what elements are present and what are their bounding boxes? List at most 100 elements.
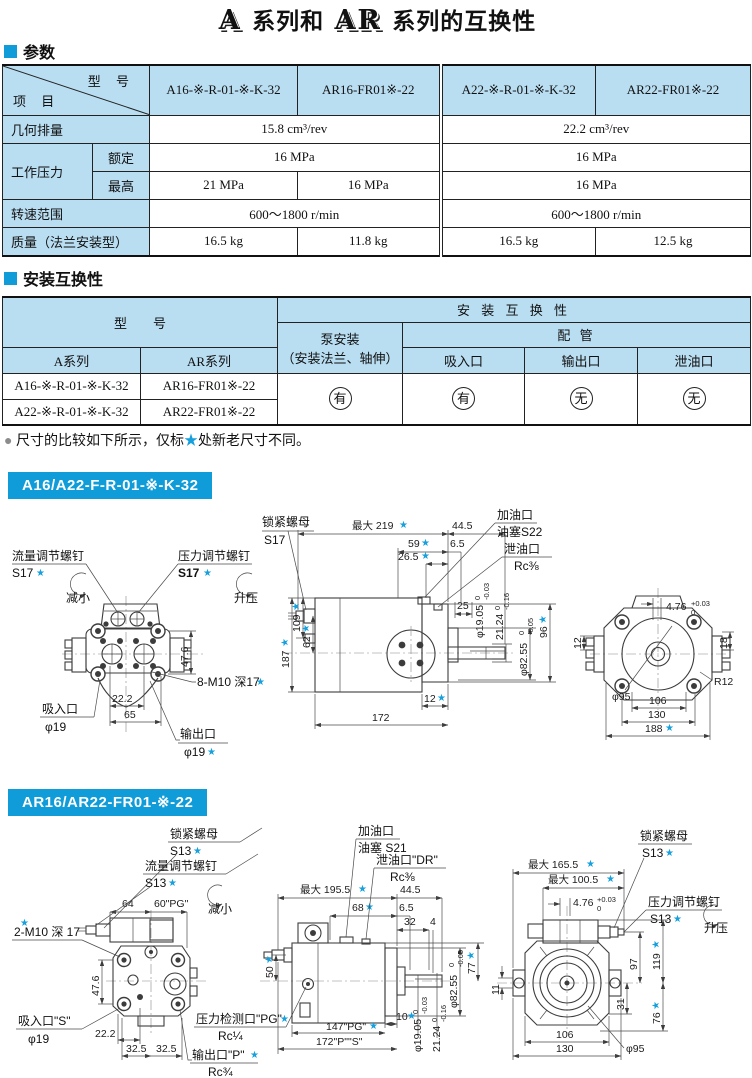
d2-dim-32-5a: 32.5 [126,1043,147,1055]
d2-dim-32: 32 [404,916,416,928]
drawing2-banner: AR16/AR22-FR01-※-22 [8,789,208,816]
model-header-a22: A22-※-R-01-※-K-32 [438,64,596,116]
d1-drain-rc: Rc⅜ [514,559,540,573]
d1-press-screw-size: S17 [178,566,200,580]
d2-dim-6-5: 6.5 [399,902,414,914]
d2-dim-max165: 最大 165.5 [528,858,578,871]
d2-dim-max195: 最大 195.5 [300,883,350,896]
drain-compat-value: 无 [637,372,752,426]
d2-dim-44-5: 44.5 [400,884,421,896]
d1-outlet-dia: φ19 [184,745,205,759]
d2-suction-dia: φ19 [28,1032,49,1046]
model-header-ar16: AR16-FR01※-22 [297,64,441,116]
d2-ptest-rc: Rc¼ [218,1029,244,1043]
star-icon: ★ [36,568,45,579]
d2-dim-77: 77 [466,962,478,974]
d2-dim-21-24: 21.24 [431,1026,443,1052]
d2-rear-dim-4-76: 4.76 [573,897,594,909]
displacement-16: 15.8 cm³/rev [149,114,441,144]
d1-outlet-label: 输出口 [180,726,216,741]
d2-locknut-size: S13 [170,844,192,858]
d2-rear-view: 最大 165.5 ★ 最大 100.5 ★ 4.76 +0.03 0 锁紧螺母 … [490,828,728,1060]
d2-dim-172: 172"P""S" [316,1036,363,1048]
rated-16: 16 MPa [149,142,441,172]
star-icon: ★ [421,551,430,562]
d1-rear-dim-188: 188 [645,723,663,735]
row1-a-model: A16-※-R-01-※-K-32 [2,372,141,400]
d2-locknut-label: 锁紧螺母 [170,826,218,841]
max-22: 16 MPa [438,170,751,200]
d1-side-view: 最大 219 ★ 44.5 59 ★ 6.5 26.5 ★ 25 187★ [262,508,556,729]
model-header-a16: A16-※-R-01-※-K-32 [149,64,298,116]
d1-rear-dim-12: 12 [572,637,584,649]
d1-dim-187: 187 [280,650,292,668]
blue-square-icon [4,271,17,285]
d1-dim-21-24: 21.24 [494,614,506,640]
star-icon: ★ [183,434,198,449]
suction-compat-value: 有 [402,372,526,426]
a-series-header: A系列 [2,346,141,374]
title-text-1: 系列和 [252,8,325,34]
d2-dim-68: 68 [352,902,364,914]
mass-a16: 16.5 kg [149,226,298,257]
d1-locknut-size: S17 [264,533,286,547]
d1-suction-label: 吸入口 [42,702,78,716]
d2-dim-19-05: φ19.05 [412,1019,424,1052]
svg-text:-0.03: -0.03 [482,583,491,600]
drawing1: 流量调节螺钉 S17 ★ 压力调节螺钉 S17 ★ 减小 升压 47.6 8-M… [12,508,734,759]
d2-dim-97: 97 [628,958,640,970]
star-icon: ★ [437,693,446,704]
compat-heading: 安装互换性 [4,266,103,290]
star-icon: ★ [193,846,202,857]
d2-rear-locknut-size: S13 [642,846,664,860]
d2-press-screw-size: S13 [650,912,672,926]
d2-dim-max100: 最大 100.5 [548,873,598,886]
d1-press-screw-label: 压力调节螺钉 [178,549,250,563]
star-icon: ★ [369,1021,378,1032]
title-text-2: 系列的互换性 [392,8,537,34]
row-label-speed: 转速范围 [2,198,150,228]
d2-dim-22-2: 22.2 [95,1028,116,1040]
d1-suction-dia: φ19 [45,720,66,734]
diagonal-line [4,67,149,114]
star-icon: ★ [586,859,595,870]
row-label-rated: 额定 [92,142,150,172]
row-label-pressure: 工作压力 [2,142,93,200]
outlet-compat-value: 无 [524,372,639,426]
params-heading-label: 参数 [23,45,56,62]
pump-mount-header: 泵安装（安装法兰、轴伸） [277,321,404,374]
svg-text:★: ★ [651,1001,662,1010]
svg-text:0: 0 [447,963,456,967]
d2-dim-10: 10 [396,1011,408,1023]
max-ar16: 16 MPa [297,170,441,200]
d1-rear-dim-95: φ95 [612,691,631,703]
d1-rear-dim-106: 106 [649,695,667,707]
svg-text:★: ★ [280,638,291,647]
d1-dim-65: 65 [124,709,136,721]
star-icon: ★ [207,747,216,758]
d2-drain-rc: Rc⅜ [390,870,416,884]
d1-dim-25: 25 [457,600,469,612]
svg-text:★: ★ [264,955,275,964]
star-icon: ★ [20,918,29,929]
d2-bolts-label: 2-M10 深 17 [14,925,80,939]
d2-dim-60pg: 60"PG" [154,898,189,910]
svg-text:★: ★ [466,951,477,960]
d2-press-screw-label: 压力调节螺钉 [648,895,720,909]
d2-dim-147: 147"PG" [326,1021,366,1033]
d1-locknut-label: 锁紧螺母 [262,514,310,529]
d2-fill-plug: 油塞 S21 [358,840,407,855]
mass-ar16: 11.8 kg [297,226,441,257]
blue-square-icon [4,44,17,58]
svg-text:-0.05: -0.05 [456,950,465,967]
d1-rear-dim-4-76: 4.76 [666,601,687,613]
d1-increase-label: 升压 [234,591,258,605]
speed-22: 600～1800 r/min [438,198,751,228]
d2-ptest-label: 压力检测口"PG" [196,1011,282,1026]
d2-dim-50: 50 [264,966,276,978]
svg-text:0: 0 [493,606,502,610]
mass-a22: 16.5 kg [438,226,596,257]
star-icon: ★ [665,723,674,734]
star-icon: ★ [280,1014,289,1025]
d2-side-view: 最大 195.5 ★ 44.5 68 ★ 6.5 32 4 50★ φ82.55… [260,824,484,1054]
